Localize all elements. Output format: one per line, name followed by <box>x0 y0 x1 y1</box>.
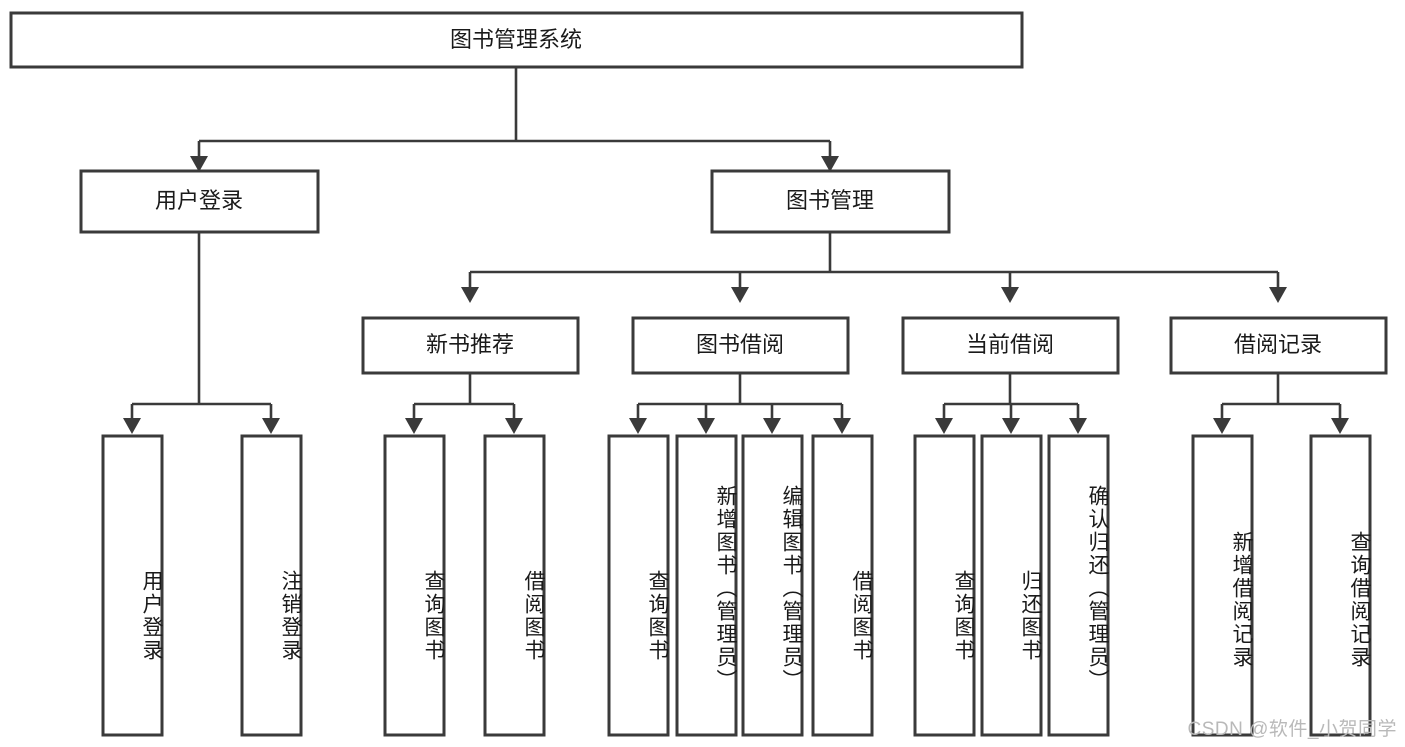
node-borrow-record-box[interactable] <box>1169 316 1388 375</box>
arrowhead-leaf-borrow-book-2 <box>833 418 851 434</box>
arrowhead-book-borrow <box>731 287 749 303</box>
node-new-book-rec[interactable]: 新书推荐 <box>361 316 580 375</box>
node-book-borrow-box[interactable] <box>631 316 850 375</box>
node-book-borrow[interactable]: 图书借阅 <box>631 316 850 375</box>
arrowhead-leaf-query-book-2 <box>629 418 647 434</box>
arrowhead-current-borrow <box>1001 287 1019 303</box>
edge-group-user-login-to-leaves <box>123 232 280 434</box>
node-root-box[interactable] <box>9 11 1024 69</box>
edge-group-new-book-rec-to-leaves <box>405 373 523 434</box>
leaf-box-query-book-1[interactable] <box>383 434 446 737</box>
leaf-boxes <box>101 434 1372 737</box>
node-book-manage-label: 图书管理 <box>786 188 874 213</box>
leaf-box-borrow-book-1[interactable] <box>483 434 546 737</box>
node-new-book-rec-box[interactable] <box>361 316 580 375</box>
node-book-manage-box[interactable] <box>710 169 951 234</box>
leaf-box-user-login[interactable] <box>101 434 164 737</box>
leaf-box-confirm-return[interactable] <box>1047 434 1110 737</box>
leaf-box-add-book[interactable] <box>675 434 738 737</box>
node-current-borrow-label: 当前借阅 <box>966 332 1054 357</box>
leaf-box-query-record[interactable] <box>1309 434 1372 737</box>
leaf-box-edit-book[interactable] <box>741 434 804 737</box>
arrowhead-new-book-rec <box>461 287 479 303</box>
arrowhead-leaf-user-login <box>123 418 141 434</box>
edge-group-borrow-record-to-leaves <box>1213 373 1349 434</box>
node-book-manage[interactable]: 图书管理 <box>710 169 951 234</box>
node-book-borrow-label: 图书借阅 <box>696 332 784 357</box>
arrowhead-leaf-return-book <box>1002 418 1020 434</box>
arrowhead-book-manage <box>821 156 839 172</box>
leaf-box-add-record[interactable] <box>1191 434 1254 737</box>
node-current-borrow[interactable]: 当前借阅 <box>901 316 1120 375</box>
leaf-box-return-book[interactable] <box>980 434 1043 737</box>
leaf-box-borrow-book-2[interactable] <box>811 434 874 737</box>
arrowhead-user-login <box>190 156 208 172</box>
arrowhead-borrow-record <box>1269 287 1287 303</box>
csdn-watermark: CSDN @软件_小贺同学 <box>1187 719 1397 740</box>
leaf-box-query-book-2[interactable] <box>607 434 670 737</box>
edge-group-book-manage-to-level3 <box>461 232 1287 303</box>
node-borrow-record-label: 借阅记录 <box>1234 332 1322 357</box>
arrowhead-leaf-logout <box>262 418 280 434</box>
arrowhead-leaf-add-book <box>697 418 715 434</box>
arrowhead-leaf-query-record <box>1331 418 1349 434</box>
arrowhead-leaf-query-book-3 <box>935 418 953 434</box>
node-new-book-rec-label: 新书推荐 <box>426 332 514 357</box>
arrowhead-leaf-query-book-1 <box>405 418 423 434</box>
node-root[interactable]: 图书管理系统 <box>9 11 1024 69</box>
leaf-box-query-book-3[interactable] <box>913 434 976 737</box>
arrowhead-leaf-confirm-return <box>1069 418 1087 434</box>
edge-group-root-to-level2 <box>190 67 839 172</box>
arrowhead-leaf-add-record <box>1213 418 1231 434</box>
edge-group-current-borrow-to-leaves <box>935 373 1087 434</box>
node-user-login[interactable]: 用户登录 <box>79 169 320 234</box>
leaf-box-logout-login[interactable] <box>240 434 303 737</box>
node-current-borrow-box[interactable] <box>901 316 1120 375</box>
node-borrow-record[interactable]: 借阅记录 <box>1169 316 1388 375</box>
node-root-label: 图书管理系统 <box>450 27 582 52</box>
node-user-login-label: 用户登录 <box>155 188 243 213</box>
arrowhead-leaf-edit-book <box>763 418 781 434</box>
arrowhead-leaf-borrow-book-1 <box>505 418 523 434</box>
node-user-login-box[interactable] <box>79 169 320 234</box>
edge-group-book-borrow-to-leaves <box>629 373 851 434</box>
